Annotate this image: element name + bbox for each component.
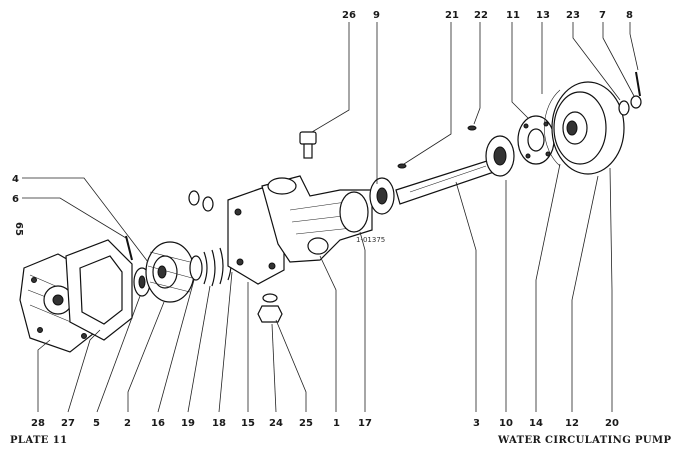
label-5: 5 bbox=[93, 418, 100, 429]
label-10: 10 bbox=[499, 418, 513, 429]
page-number: 65 bbox=[13, 222, 24, 236]
part-24-washer bbox=[262, 293, 278, 303]
part-19-spring bbox=[203, 247, 232, 287]
label-26: 26 bbox=[342, 10, 356, 21]
label-21: 21 bbox=[445, 10, 459, 21]
part-9-bearing bbox=[369, 177, 395, 215]
label-4: 4 bbox=[12, 174, 19, 185]
label-12: 12 bbox=[565, 418, 579, 429]
label-6: 6 bbox=[12, 194, 19, 205]
label-18: 18 bbox=[212, 418, 226, 429]
part-12-20-pulley bbox=[543, 81, 625, 175]
leader-lines bbox=[22, 22, 639, 413]
part-3-shaft bbox=[395, 159, 495, 205]
label-28: 28 bbox=[31, 418, 45, 429]
label-13: 13 bbox=[536, 10, 550, 21]
label-24: 24 bbox=[269, 418, 283, 429]
label-14: 14 bbox=[529, 418, 543, 429]
label-25: 25 bbox=[299, 418, 313, 429]
label-3: 3 bbox=[473, 418, 480, 429]
part-1-housing bbox=[261, 175, 373, 263]
label-27: 27 bbox=[61, 418, 75, 429]
label-8: 8 bbox=[626, 10, 633, 21]
part-6-screw bbox=[125, 235, 133, 261]
part-8-bolt bbox=[635, 71, 641, 97]
label-7: 7 bbox=[599, 10, 606, 21]
part-washer-small bbox=[188, 190, 214, 212]
label-15: 15 bbox=[241, 418, 255, 429]
label-20: 20 bbox=[605, 418, 619, 429]
label-19: 19 bbox=[181, 418, 195, 429]
part-7-nut bbox=[630, 95, 642, 109]
part-16-seal-ring bbox=[189, 255, 203, 281]
label-23: 23 bbox=[566, 10, 580, 21]
label-1: 1 bbox=[333, 418, 340, 429]
part-25-nut bbox=[257, 305, 283, 323]
label-22: 22 bbox=[474, 10, 488, 21]
label-11: 11 bbox=[506, 10, 520, 21]
top-part-labels: 26 9 21 22 11 13 23 7 8 bbox=[342, 10, 633, 21]
label-17: 17 bbox=[358, 418, 372, 429]
label-2: 2 bbox=[124, 418, 131, 429]
part-23-washer bbox=[618, 100, 630, 116]
left-part-labels: 4 6 bbox=[12, 174, 19, 205]
plate-caption: PLATE 11 bbox=[10, 435, 67, 446]
part-26-stud bbox=[299, 131, 317, 159]
part-21-key bbox=[397, 163, 407, 169]
part-27-gasket bbox=[65, 239, 133, 341]
part-10-bearing bbox=[485, 135, 515, 177]
label-16: 16 bbox=[151, 418, 165, 429]
part-22-key bbox=[467, 125, 477, 131]
label-9: 9 bbox=[373, 10, 380, 21]
bottom-part-labels: 28 27 5 2 16 19 18 15 24 25 1 17 3 10 14… bbox=[31, 418, 619, 429]
drawing-reference: 1-01375 bbox=[356, 236, 385, 244]
diagram-title: WATER CIRCULATING PUMP bbox=[497, 435, 672, 446]
part-14-hub-flange bbox=[517, 115, 555, 165]
part-2-impeller bbox=[145, 241, 195, 303]
